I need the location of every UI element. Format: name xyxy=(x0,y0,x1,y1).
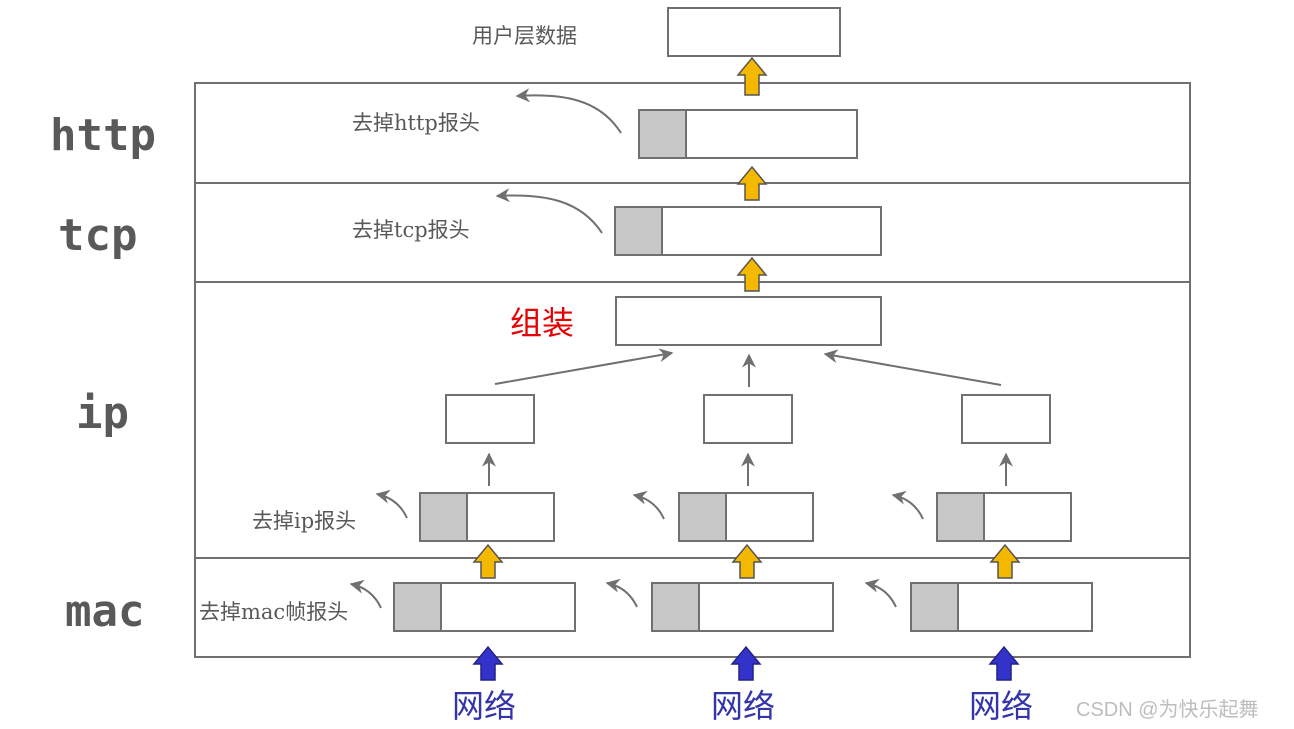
assemble-label: 组装 xyxy=(510,304,574,342)
ip-payload-fragment-1 xyxy=(445,394,535,444)
layer-label-mac: mac xyxy=(65,586,144,637)
layer-label-tcp: tcp xyxy=(58,210,137,261)
remove-ip-curve-arrow-1 xyxy=(375,489,408,519)
ip-payload-fragment-2 xyxy=(703,394,793,444)
network-label-1: 网络 xyxy=(452,687,516,725)
ip-header-block-1 xyxy=(419,492,468,542)
user-data-box xyxy=(667,7,841,57)
remove-ip-note: 去掉ip报头 xyxy=(252,509,356,533)
mac-header-block-1 xyxy=(393,582,442,632)
layer-label-http: http xyxy=(50,110,156,161)
network-up-arrow-1 xyxy=(472,645,504,681)
fragment-3-merge-arrow xyxy=(823,349,1002,386)
network-label-2: 网络 xyxy=(711,687,775,725)
remove-ip-curve-arrow-2 xyxy=(632,490,665,520)
fragment-1-merge-arrow xyxy=(494,348,674,385)
assembled-packet xyxy=(615,296,882,346)
watermark: CSDN @为快乐起舞 xyxy=(1076,698,1259,721)
network-up-arrow-3 xyxy=(988,645,1020,681)
yellow-up-arrow-mac-to-ip-3 xyxy=(989,543,1021,579)
remove-ip-curve-arrow-3 xyxy=(891,490,924,520)
remove-http-curve-arrow xyxy=(515,88,622,134)
remove-http-note: 去掉http报头 xyxy=(352,111,480,135)
ip-header-block-2 xyxy=(678,492,727,542)
ip-header-block-3 xyxy=(936,492,985,542)
yellow-up-arrow-mac-to-ip-1 xyxy=(472,543,504,579)
mac-layer-band xyxy=(194,557,1191,658)
network-label-3: 网络 xyxy=(969,687,1033,725)
remove-mac-curve-arrow-3 xyxy=(864,578,897,608)
remove-mac-note: 去掉mac帧报头 xyxy=(199,600,348,624)
layer-label-ip: ip xyxy=(76,388,129,439)
mac-header-block-2 xyxy=(651,582,700,632)
http-header-block xyxy=(638,109,687,159)
user-data-label: 用户层数据 xyxy=(472,24,577,48)
remove-tcp-note: 去掉tcp报头 xyxy=(352,218,470,242)
remove-tcp-curve-arrow xyxy=(495,188,603,234)
remove-mac-curve-arrow-1 xyxy=(349,579,382,609)
yellow-up-arrow-tcp-to-http xyxy=(736,165,768,201)
yellow-up-arrow-http-to-user xyxy=(736,56,768,96)
ip-payload-fragment-3 xyxy=(961,394,1051,444)
tcp-header-block xyxy=(614,206,663,256)
mac-header-block-3 xyxy=(910,582,959,632)
yellow-up-arrow-mac-to-ip-2 xyxy=(731,543,763,579)
remove-mac-curve-arrow-2 xyxy=(605,578,638,608)
yellow-up-arrow-ip-to-tcp xyxy=(736,256,768,292)
network-up-arrow-2 xyxy=(730,645,762,681)
